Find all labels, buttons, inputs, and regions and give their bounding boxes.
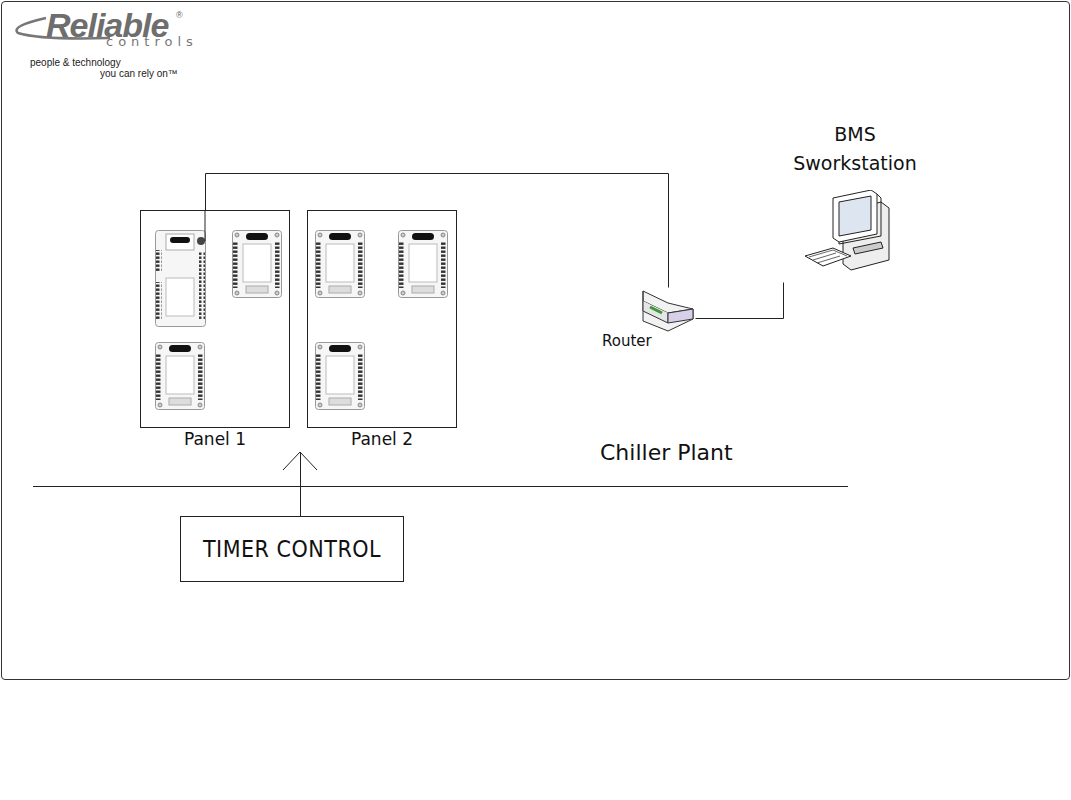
- connector: [206, 174, 669, 288]
- connector-line: [696, 283, 784, 319]
- connector-line: [206, 174, 669, 288]
- logo-subword: controls: [106, 34, 198, 49]
- area-label: Chiller Plant: [600, 440, 733, 465]
- registered-mark: ®: [176, 10, 183, 20]
- outer-frame: [1, 1, 1070, 680]
- computer-icon: [803, 190, 903, 280]
- tagline: people & technology: [30, 57, 121, 68]
- connector-line: [300, 453, 301, 517]
- node-label: BMS Sworkstation: [777, 120, 933, 178]
- router-node: Router: [598, 287, 695, 353]
- node-label: Panel 2: [351, 429, 413, 449]
- node-label: TIMER CONTROL: [203, 536, 381, 562]
- node-label: Router: [602, 332, 652, 350]
- connector: [283, 452, 317, 517]
- controller-board: [156, 343, 205, 410]
- controller-board: [316, 343, 365, 410]
- tagline: you can rely on™: [100, 68, 178, 79]
- connector: [696, 283, 784, 319]
- controller-board: [399, 231, 448, 298]
- panel-box: Panel 2: [307, 210, 457, 428]
- controller-board: [316, 231, 365, 298]
- controller-board: [156, 231, 206, 327]
- node-label: Panel 1: [184, 429, 246, 449]
- arrow-head: [283, 452, 317, 470]
- workstation-node: BMS Sworkstation: [773, 120, 937, 282]
- panel-box: Panel 1: [140, 210, 290, 428]
- process-box: TIMER CONTROL: [180, 516, 404, 582]
- controller-board: [233, 231, 282, 298]
